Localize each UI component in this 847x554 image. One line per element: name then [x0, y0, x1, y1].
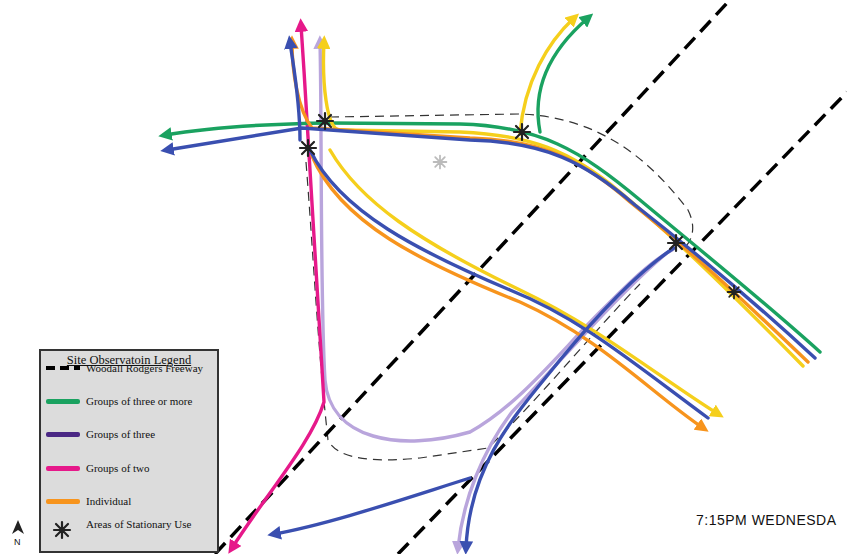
movement-paths — [165, 18, 820, 548]
legend-swatch — [46, 432, 80, 437]
legend-label: Individual — [86, 495, 208, 507]
legend-stationary-sample — [54, 522, 70, 538]
legend-label: Groups of three — [86, 428, 208, 440]
legend-swatch — [46, 499, 80, 504]
freeway-line — [215, 2, 847, 554]
legend-box — [40, 350, 218, 552]
stationary-marks — [300, 113, 740, 298]
north-label: N — [14, 537, 21, 547]
time-note: 7:15PM WEDNESDA — [696, 512, 837, 528]
legend-label: Areas of Stationary Use — [86, 518, 208, 530]
legend-swatch — [46, 399, 80, 404]
legend-label: Groups of three or more — [86, 395, 208, 407]
north-arrow — [12, 520, 24, 534]
legend-label: Woodall Rodgers Freeway — [86, 362, 208, 374]
legend-swatch — [46, 466, 80, 471]
legend-label: Groups of two — [86, 462, 208, 474]
